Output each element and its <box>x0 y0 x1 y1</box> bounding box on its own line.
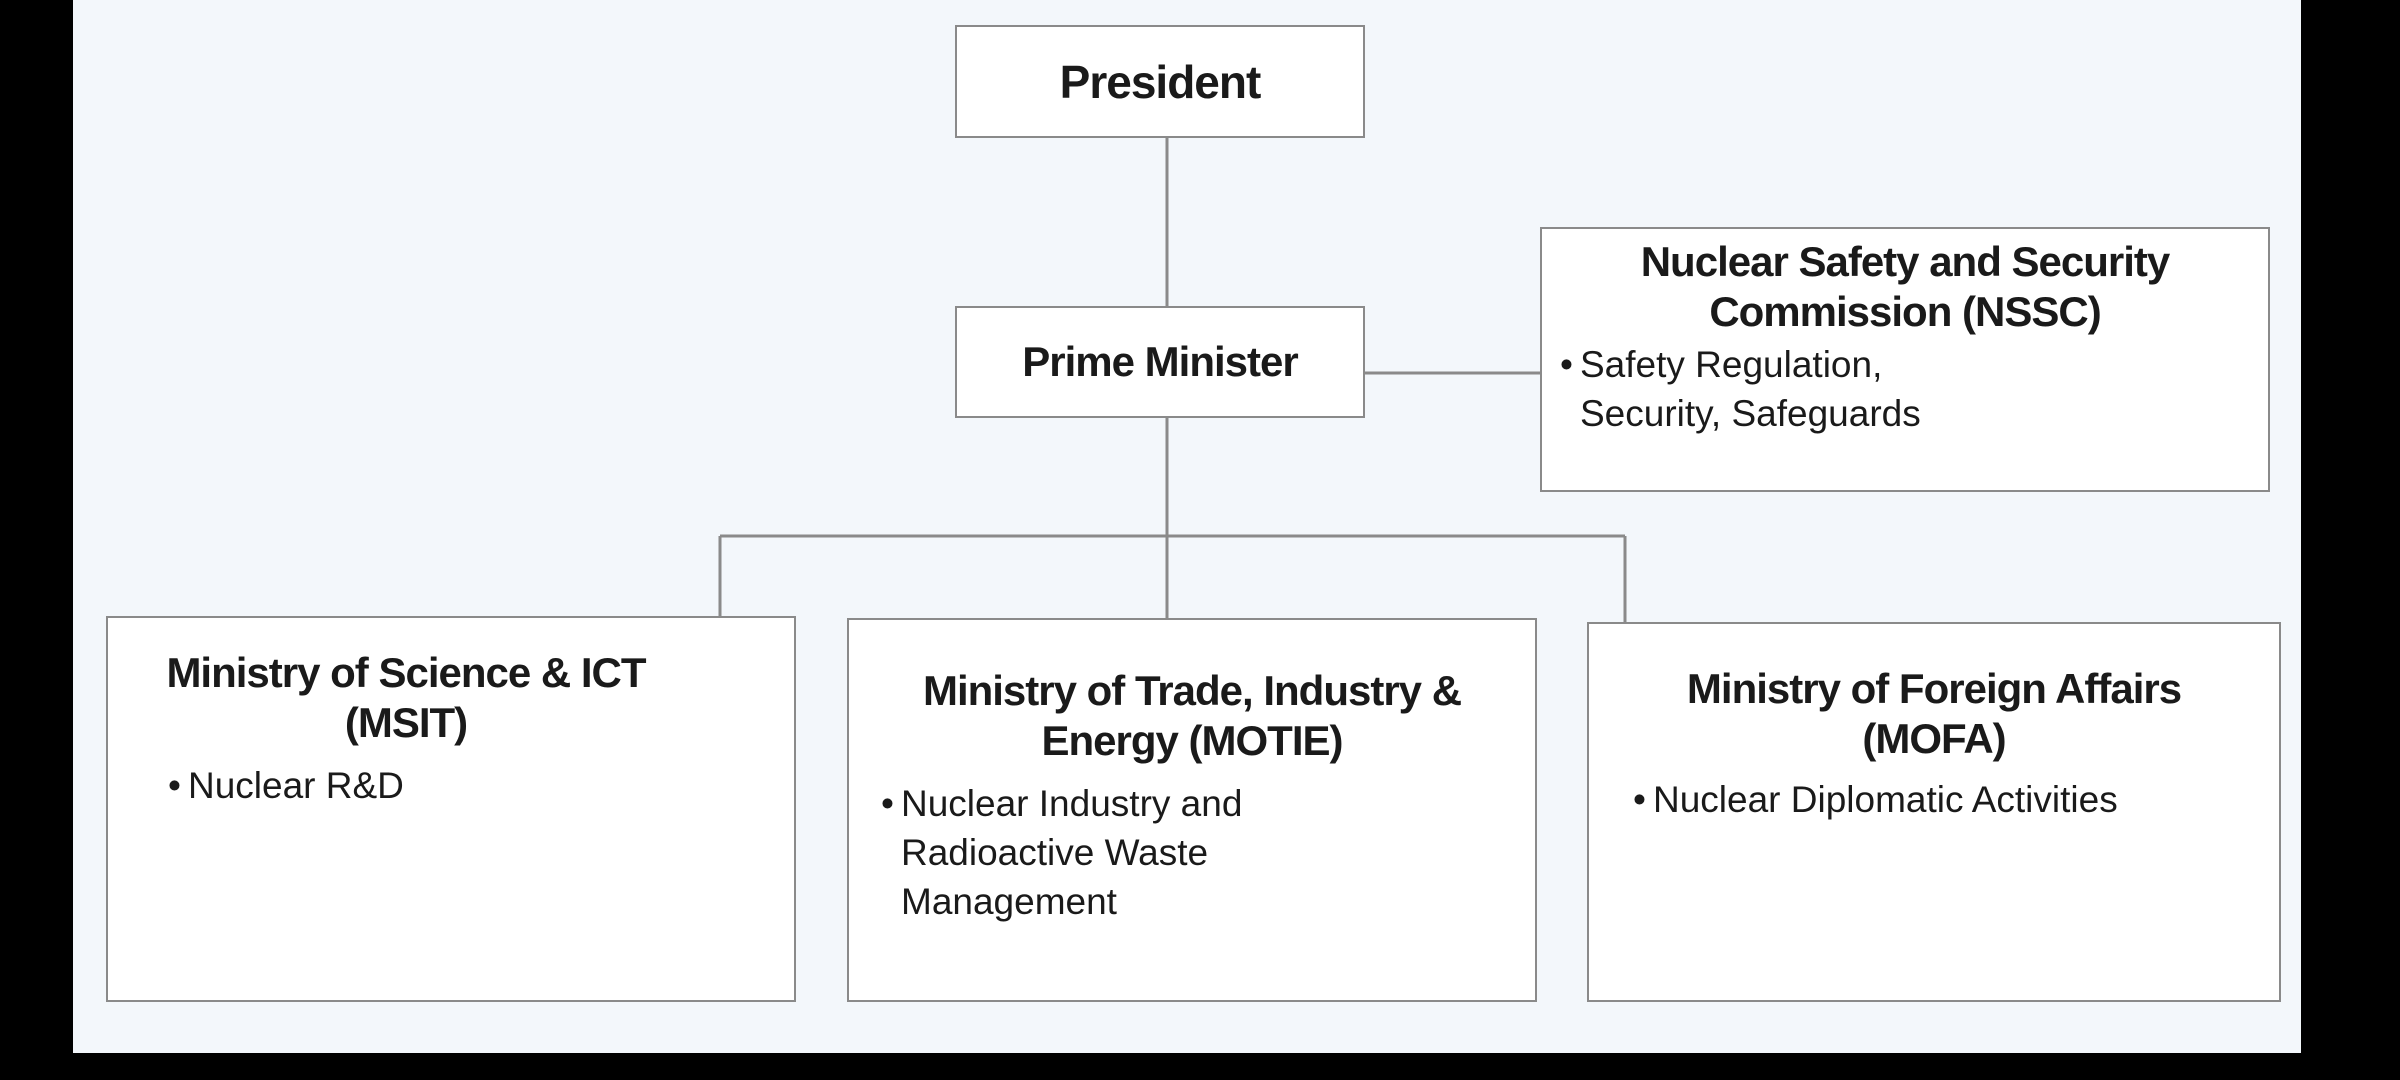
msit-title-line1: Ministry of Science & ICT <box>166 649 646 696</box>
nssc-title-line2: Commission (NSSC) <box>1709 288 2101 336</box>
nssc-bullet-item: Safety Regulation, Security, Safeguards <box>1560 340 2268 438</box>
motie-box: Ministry of Trade, Industry & Energy (MO… <box>847 618 1537 1002</box>
nssc-title-line1: Nuclear Safety and Security <box>1640 238 2171 285</box>
nssc-bullet-line1: Safety Regulation, <box>1580 343 1883 385</box>
diagram-canvas: President Prime Minister Nuclear Safety … <box>73 0 2301 1053</box>
msit-title-line2: (MSIT) <box>344 699 468 747</box>
mofa-box: Ministry of Foreign Affairs (MOFA) Nucle… <box>1587 622 2281 1002</box>
motie-bullet-list: Nuclear Industry and Radioactive Waste M… <box>881 779 1535 927</box>
msit-box: Ministry of Science & ICT (MSIT) Nuclear… <box>106 616 796 1002</box>
president-title: President <box>1059 55 1262 108</box>
connector-lines <box>718 138 1627 622</box>
nssc-box: Nuclear Safety and Security Commission (… <box>1540 227 2270 492</box>
motie-bullet-item: Nuclear Industry and Radioactive Waste M… <box>881 779 1535 927</box>
prime-minister-box: Prime Minister <box>955 306 1365 418</box>
mofa-bullet-item: Nuclear Diplomatic Activities <box>1633 775 2279 824</box>
mofa-title-line1: Ministry of Foreign Affairs <box>1686 665 2182 712</box>
motie-bullet-line1: Nuclear Industry and <box>901 782 1243 824</box>
motie-bullet-line2: Radioactive Waste <box>901 831 1209 873</box>
nssc-bullet-list: Safety Regulation, Security, Safeguards <box>1560 340 2268 438</box>
nssc-bullet-line2: Security, Safeguards <box>1580 392 1921 434</box>
mofa-title-line2: (MOFA) <box>1862 715 2006 763</box>
prime-minister-title: Prime Minister <box>1022 338 1298 385</box>
msit-bullet-list: Nuclear R&D <box>168 761 794 810</box>
motie-title-line1: Ministry of Trade, Industry & <box>922 667 1462 714</box>
motie-title-line2: Energy (MOTIE) <box>1041 717 1343 765</box>
mofa-bullet-line1: Nuclear Diplomatic Activities <box>1653 778 2118 820</box>
msit-bullet-line1: Nuclear R&D <box>188 764 404 806</box>
motie-bullet-line3: Management <box>901 881 1117 923</box>
president-box: President <box>955 25 1365 138</box>
msit-bullet-item: Nuclear R&D <box>168 761 794 810</box>
mofa-bullet-list: Nuclear Diplomatic Activities <box>1633 775 2279 824</box>
